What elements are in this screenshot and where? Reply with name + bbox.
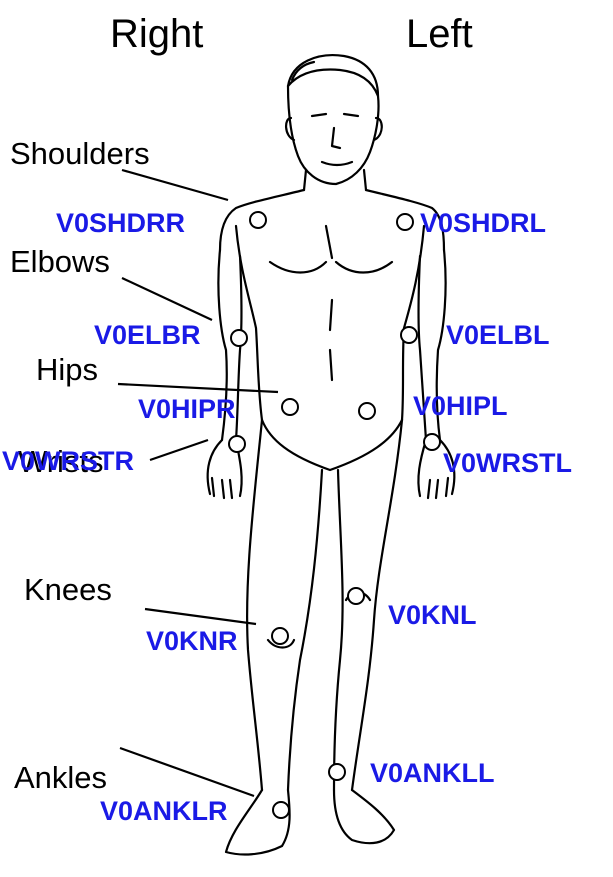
marker-elbow-r: [231, 330, 247, 346]
heading-right: Right: [110, 14, 203, 54]
marker-ankle-r: [273, 802, 289, 818]
code-ankle-l: V0ANKLL: [370, 760, 495, 787]
code-wrist-l: V0WRSTL: [443, 450, 572, 477]
right-leg: [247, 420, 322, 790]
shoulders-leader: [122, 170, 228, 200]
marker-knee-l: [348, 588, 364, 604]
elbows-leader: [122, 278, 212, 320]
marker-shoulder-l: [397, 214, 413, 230]
marker-wrist-r: [229, 436, 245, 452]
marker-hip-r: [282, 399, 298, 415]
marker-hip-l: [359, 403, 375, 419]
marker-ankle-l: [329, 764, 345, 780]
code-hip-l: V0HIPL: [413, 393, 508, 420]
code-wrist-r: V0WRSTR: [2, 448, 134, 475]
label-ankles: Ankles: [14, 762, 107, 793]
marker-wrist-l: [424, 434, 440, 450]
label-elbows: Elbows: [10, 246, 110, 277]
left-foot: [334, 790, 394, 843]
label-shoulders: Shoulders: [10, 138, 150, 169]
heading-left: Left: [406, 14, 473, 54]
hair: [288, 62, 378, 96]
wrists-leader: [150, 440, 208, 460]
marker-shoulder-r: [250, 212, 266, 228]
code-elbow-r: V0ELBR: [94, 322, 201, 349]
label-knees: Knees: [24, 574, 112, 605]
knees-leader: [145, 609, 256, 624]
ankles-leader: [120, 748, 254, 796]
code-shoulder-r: V0SHDRR: [56, 210, 185, 237]
right-foot: [226, 790, 290, 854]
code-ankle-r: V0ANKLR: [100, 798, 228, 825]
code-elbow-l: V0ELBL: [446, 322, 550, 349]
code-knee-r: V0KNR: [146, 628, 238, 655]
code-hip-r: V0HIPR: [138, 396, 236, 423]
marker-knee-r: [272, 628, 288, 644]
label-hips: Hips: [36, 354, 98, 385]
hips-leader: [118, 384, 278, 392]
code-knee-l: V0KNL: [388, 602, 477, 629]
code-shoulder-l: V0SHDRL: [420, 210, 546, 237]
marker-elbow-l: [401, 327, 417, 343]
